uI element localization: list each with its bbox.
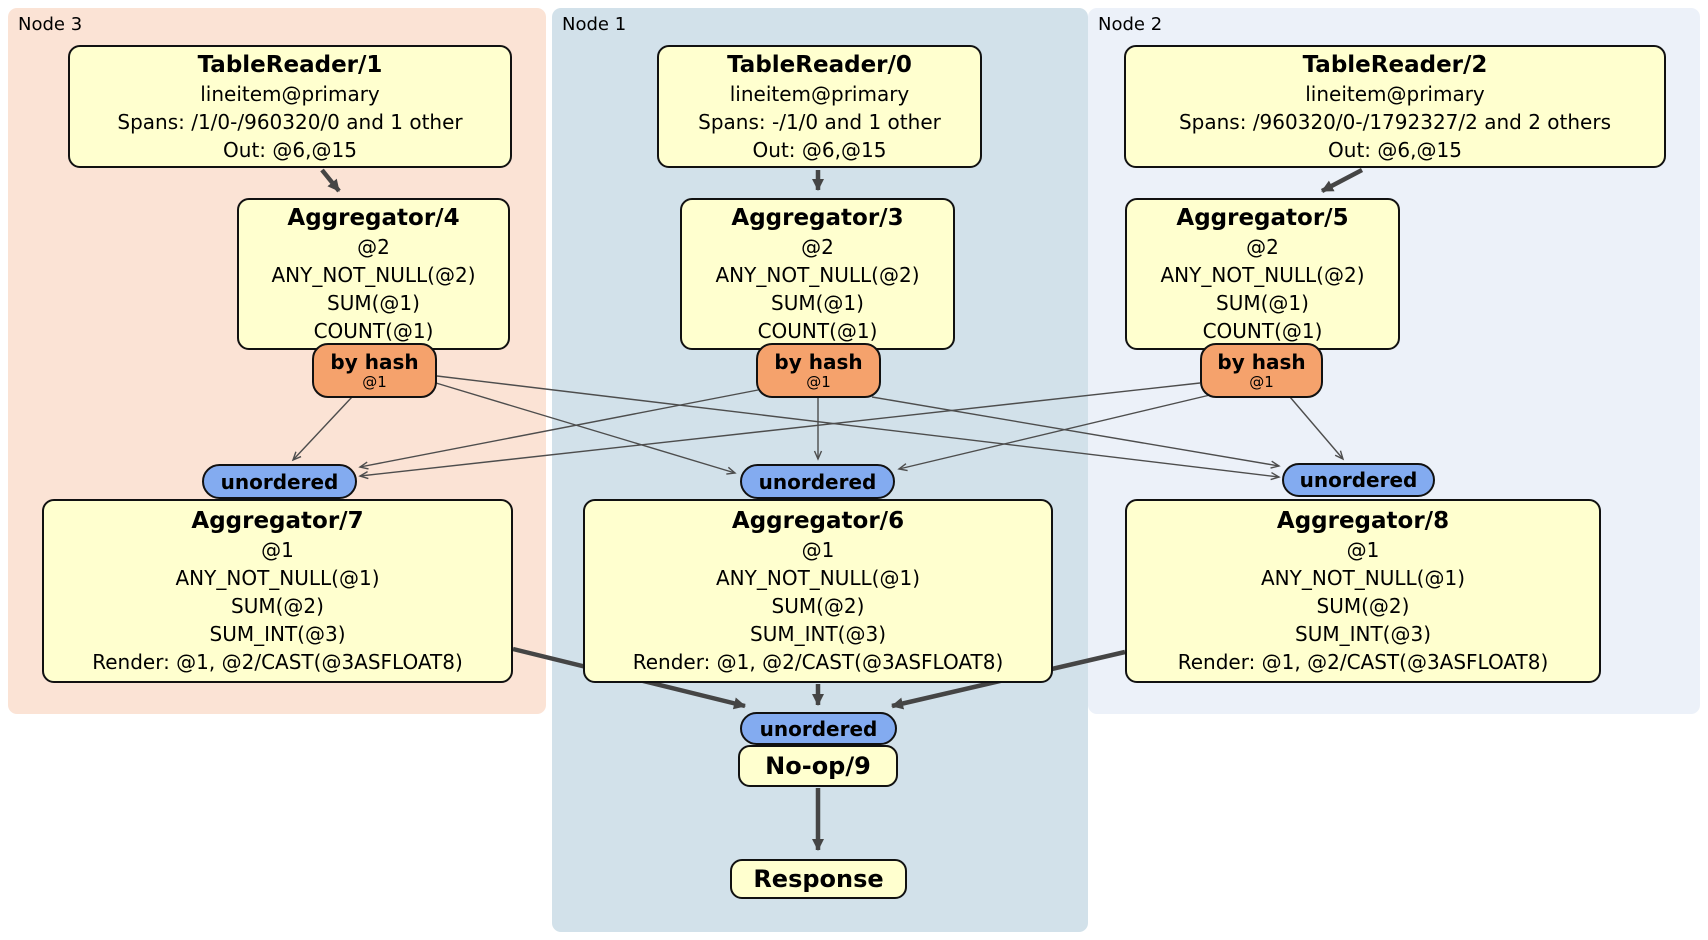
- processor-detail: SUM(@1): [327, 291, 420, 315]
- processor-detail: ANY_NOT_NULL(@2): [715, 263, 920, 287]
- processor-detail: @2: [1246, 235, 1279, 259]
- processor-detail: ANY_NOT_NULL(@1): [175, 566, 380, 590]
- processor-detail: lineitem@primary: [729, 81, 910, 106]
- processor-title: Aggregator/8: [1276, 508, 1450, 534]
- processor-detail: @1: [1346, 538, 1380, 562]
- processor-detail: SUM_INT(@3): [209, 622, 346, 646]
- router-label: by hash: [774, 350, 863, 374]
- processor-aggregator-6: Aggregator/6 @1 ANY_NOT_NULL(@1) SUM(@2)…: [583, 499, 1053, 683]
- processor-detail: SUM(@1): [771, 291, 864, 315]
- processor-detail: COUNT(@1): [1202, 319, 1323, 343]
- processor-title: Aggregator/3: [731, 205, 904, 231]
- router-label: by hash: [1217, 350, 1306, 374]
- processor-title: Aggregator/4: [287, 205, 460, 231]
- processor-detail: Spans: -/1/0 and 1 other: [698, 109, 941, 134]
- processor-title: Aggregator/6: [731, 508, 905, 534]
- processor-detail: Out: @6,@15: [223, 137, 357, 162]
- processor-title: Aggregator/7: [191, 508, 364, 534]
- processor-title: TableReader/2: [1302, 51, 1488, 78]
- processor-detail: SUM(@2): [771, 594, 865, 618]
- response-node: Response: [730, 859, 907, 899]
- processor-title: Response: [753, 865, 884, 893]
- region-node-3-label: Node 3: [18, 14, 83, 35]
- processor-detail: Render: @1, @2/CAST(@3ASFLOAT8): [632, 650, 1004, 674]
- region-node-1-label: Node 1: [562, 14, 627, 35]
- processor-detail: Render: @1, @2/CAST(@3ASFLOAT8): [92, 650, 463, 674]
- router-hash-column: @1: [1249, 373, 1274, 391]
- processor-detail: SUM_INT(@3): [750, 622, 886, 646]
- router-by-hash-node1: by hash @1: [756, 343, 881, 398]
- processor-aggregator-4: Aggregator/4 @2 ANY_NOT_NULL(@2) SUM(@1)…: [237, 198, 510, 350]
- processor-detail: Out: @6,@15: [1328, 137, 1462, 162]
- processor-aggregator-5: Aggregator/5 @2 ANY_NOT_NULL(@2) SUM(@1)…: [1125, 198, 1400, 350]
- sync-unordered-node3: unordered: [202, 464, 357, 499]
- processor-title: TableReader/0: [727, 51, 912, 78]
- sync-unordered-node1: unordered: [740, 464, 895, 499]
- processor-detail: @1: [801, 538, 835, 562]
- processor-detail: SUM(@2): [1316, 594, 1410, 618]
- processor-detail: Out: @6,@15: [752, 137, 887, 162]
- processor-detail: @2: [801, 235, 834, 259]
- processor-detail: ANY_NOT_NULL(@2): [271, 263, 476, 287]
- router-label: by hash: [330, 350, 419, 374]
- sync-unordered-node2: unordered: [1282, 463, 1435, 497]
- processor-detail: ANY_NOT_NULL(@1): [716, 566, 920, 590]
- processor-detail: SUM(@2): [231, 594, 324, 618]
- processor-detail: COUNT(@1): [313, 319, 434, 343]
- processor-detail: COUNT(@1): [757, 319, 878, 343]
- region-node-2-label: Node 2: [1098, 14, 1163, 35]
- router-by-hash-node3: by hash @1: [312, 343, 437, 398]
- processor-title: TableReader/1: [197, 51, 383, 78]
- processor-detail: @1: [261, 538, 294, 562]
- processor-tablereader-0: TableReader/0 lineitem@primary Spans: -/…: [657, 45, 982, 168]
- processor-detail: Spans: /960320/0-/1792327/2 and 2 others: [1178, 109, 1611, 134]
- processor-title: No-op/9: [765, 752, 871, 780]
- processor-detail: Spans: /1/0-/960320/0 and 1 other: [117, 109, 463, 134]
- router-by-hash-node2: by hash @1: [1200, 343, 1323, 398]
- processor-aggregator-7: Aggregator/7 @1 ANY_NOT_NULL(@1) SUM(@2)…: [42, 499, 513, 683]
- sync-unordered-final: unordered: [740, 712, 897, 745]
- processor-detail: @2: [357, 235, 390, 259]
- processor-tablereader-1: TableReader/1 lineitem@primary Spans: /1…: [68, 45, 512, 168]
- processor-aggregator-3: Aggregator/3 @2 ANY_NOT_NULL(@2) SUM(@1)…: [680, 198, 955, 350]
- processor-title: Aggregator/5: [1176, 205, 1349, 231]
- processor-detail: ANY_NOT_NULL(@2): [1160, 263, 1365, 287]
- processor-noop-9: No-op/9: [738, 745, 898, 787]
- processor-detail: ANY_NOT_NULL(@1): [1261, 566, 1465, 590]
- processor-detail: lineitem@primary: [1305, 81, 1485, 106]
- processor-detail: SUM(@1): [1216, 291, 1309, 315]
- router-hash-column: @1: [362, 373, 387, 391]
- processor-aggregator-8: Aggregator/8 @1 ANY_NOT_NULL(@1) SUM(@2)…: [1125, 499, 1601, 683]
- processor-tablereader-2: TableReader/2 lineitem@primary Spans: /9…: [1124, 45, 1666, 168]
- processor-detail: Render: @1, @2/CAST(@3ASFLOAT8): [1177, 650, 1549, 674]
- router-hash-column: @1: [806, 373, 831, 391]
- processor-detail: lineitem@primary: [200, 81, 380, 106]
- processor-detail: SUM_INT(@3): [1295, 622, 1431, 646]
